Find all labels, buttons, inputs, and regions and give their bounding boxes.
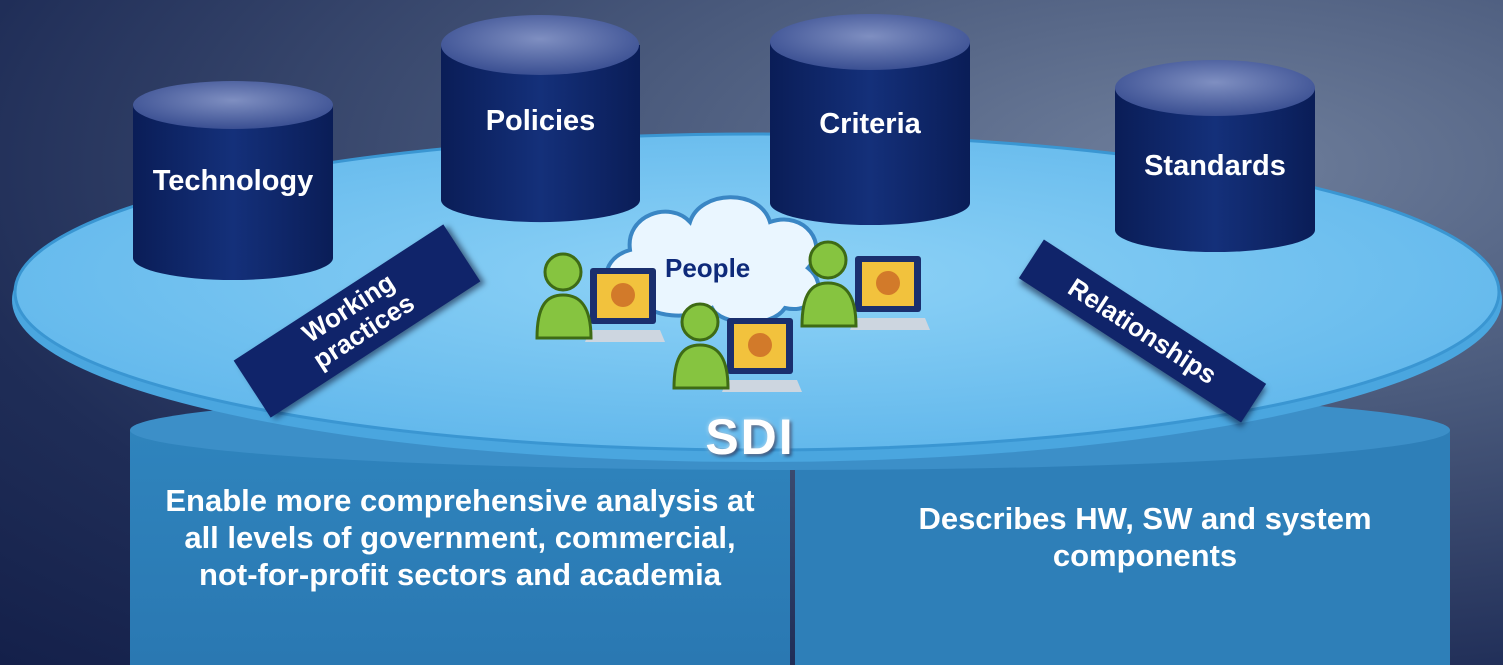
people-cloud bbox=[604, 195, 821, 325]
cylinder-policies bbox=[441, 15, 640, 223]
right-panel-shape bbox=[795, 430, 1450, 665]
person-computer-icon-center bbox=[672, 302, 802, 392]
cylinder-technology bbox=[133, 81, 333, 280]
cylinder-label-technology: Technology bbox=[152, 165, 314, 197]
people-label: People bbox=[665, 253, 751, 283]
cylinder-label-criteria: Criteria bbox=[819, 108, 921, 140]
left-panel-shape bbox=[130, 430, 790, 665]
cylinder-criteria bbox=[770, 14, 970, 225]
cylinder-standards bbox=[1115, 60, 1315, 252]
person-computer-icon-right bbox=[800, 240, 930, 330]
sdi-label: SDI bbox=[705, 409, 795, 465]
panel-left-text: Enable more comprehensive analysis at al… bbox=[165, 483, 755, 592]
cylinder-label-standards: Standards bbox=[1144, 150, 1286, 182]
panel-right-text: Describes HW, SW and system components bbox=[918, 501, 1372, 573]
person-computer-icon-left bbox=[535, 252, 665, 342]
cylinder-label-policies: Policies bbox=[485, 105, 596, 137]
